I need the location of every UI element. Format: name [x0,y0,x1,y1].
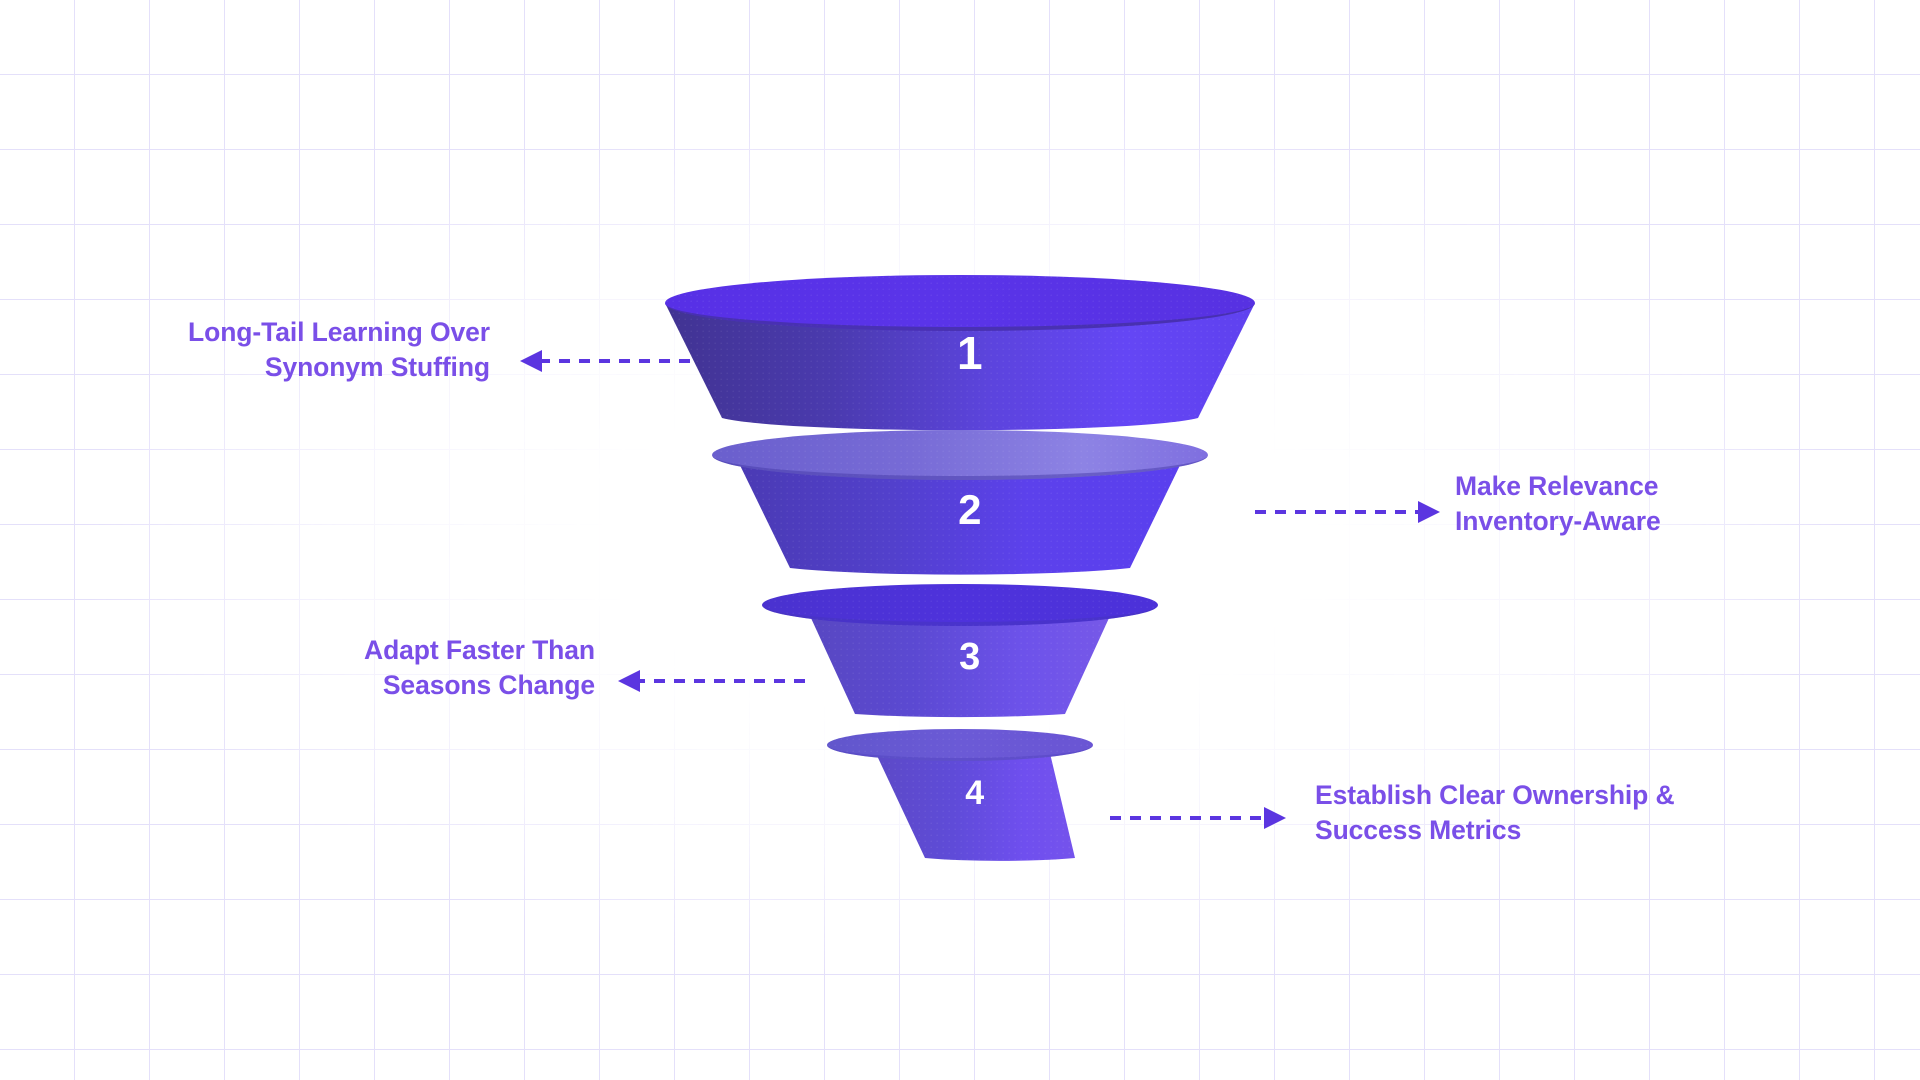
stage-number-4: 4 [965,774,985,812]
stage-label-3: Adapt Faster Than Seasons Change [364,635,595,700]
funnel-segment-1[interactable] [665,275,1255,431]
stage-label-2: Make Relevance Inventory-Aware [1455,471,1661,536]
connector-4 [1110,807,1286,829]
stage-number-3: 3 [959,636,981,678]
connector-3 [618,670,805,692]
stage-label-4: Establish Clear Ownership & Success Metr… [1315,780,1675,845]
segment-1-inner-shadow [665,303,1255,331]
segment-3-inner-shadow [762,605,1158,626]
stage-label-1: Long-Tail Learning Over Synonym Stuffing [188,317,490,382]
segment-2-top-texture [712,430,1208,480]
stage-number-1: 1 [956,327,984,379]
connector-1-arrowhead [520,350,542,372]
segment-3-texture [805,605,1115,718]
segment-2-texture [735,455,1185,575]
connector-4-arrowhead [1264,807,1286,829]
connector-1 [520,350,690,372]
segment-3-top-texture [762,584,1158,626]
segment-1-texture [665,303,1255,431]
connector-2-arrowhead [1418,501,1440,523]
funnel-segment-4[interactable] [827,729,1093,861]
segment-1-top-texture [665,275,1255,331]
connector-2 [1255,501,1440,523]
stage-number-2: 2 [958,486,982,533]
segment-4-top-texture [827,729,1093,761]
segment-4-inner-shadow [827,745,1093,761]
funnel-segment-2[interactable] [712,430,1208,575]
funnel-segment-3[interactable] [762,584,1158,718]
segment-2-inner-shadow [712,455,1208,480]
segment-4-texture [872,745,1075,861]
connector-3-arrowhead [618,670,640,692]
